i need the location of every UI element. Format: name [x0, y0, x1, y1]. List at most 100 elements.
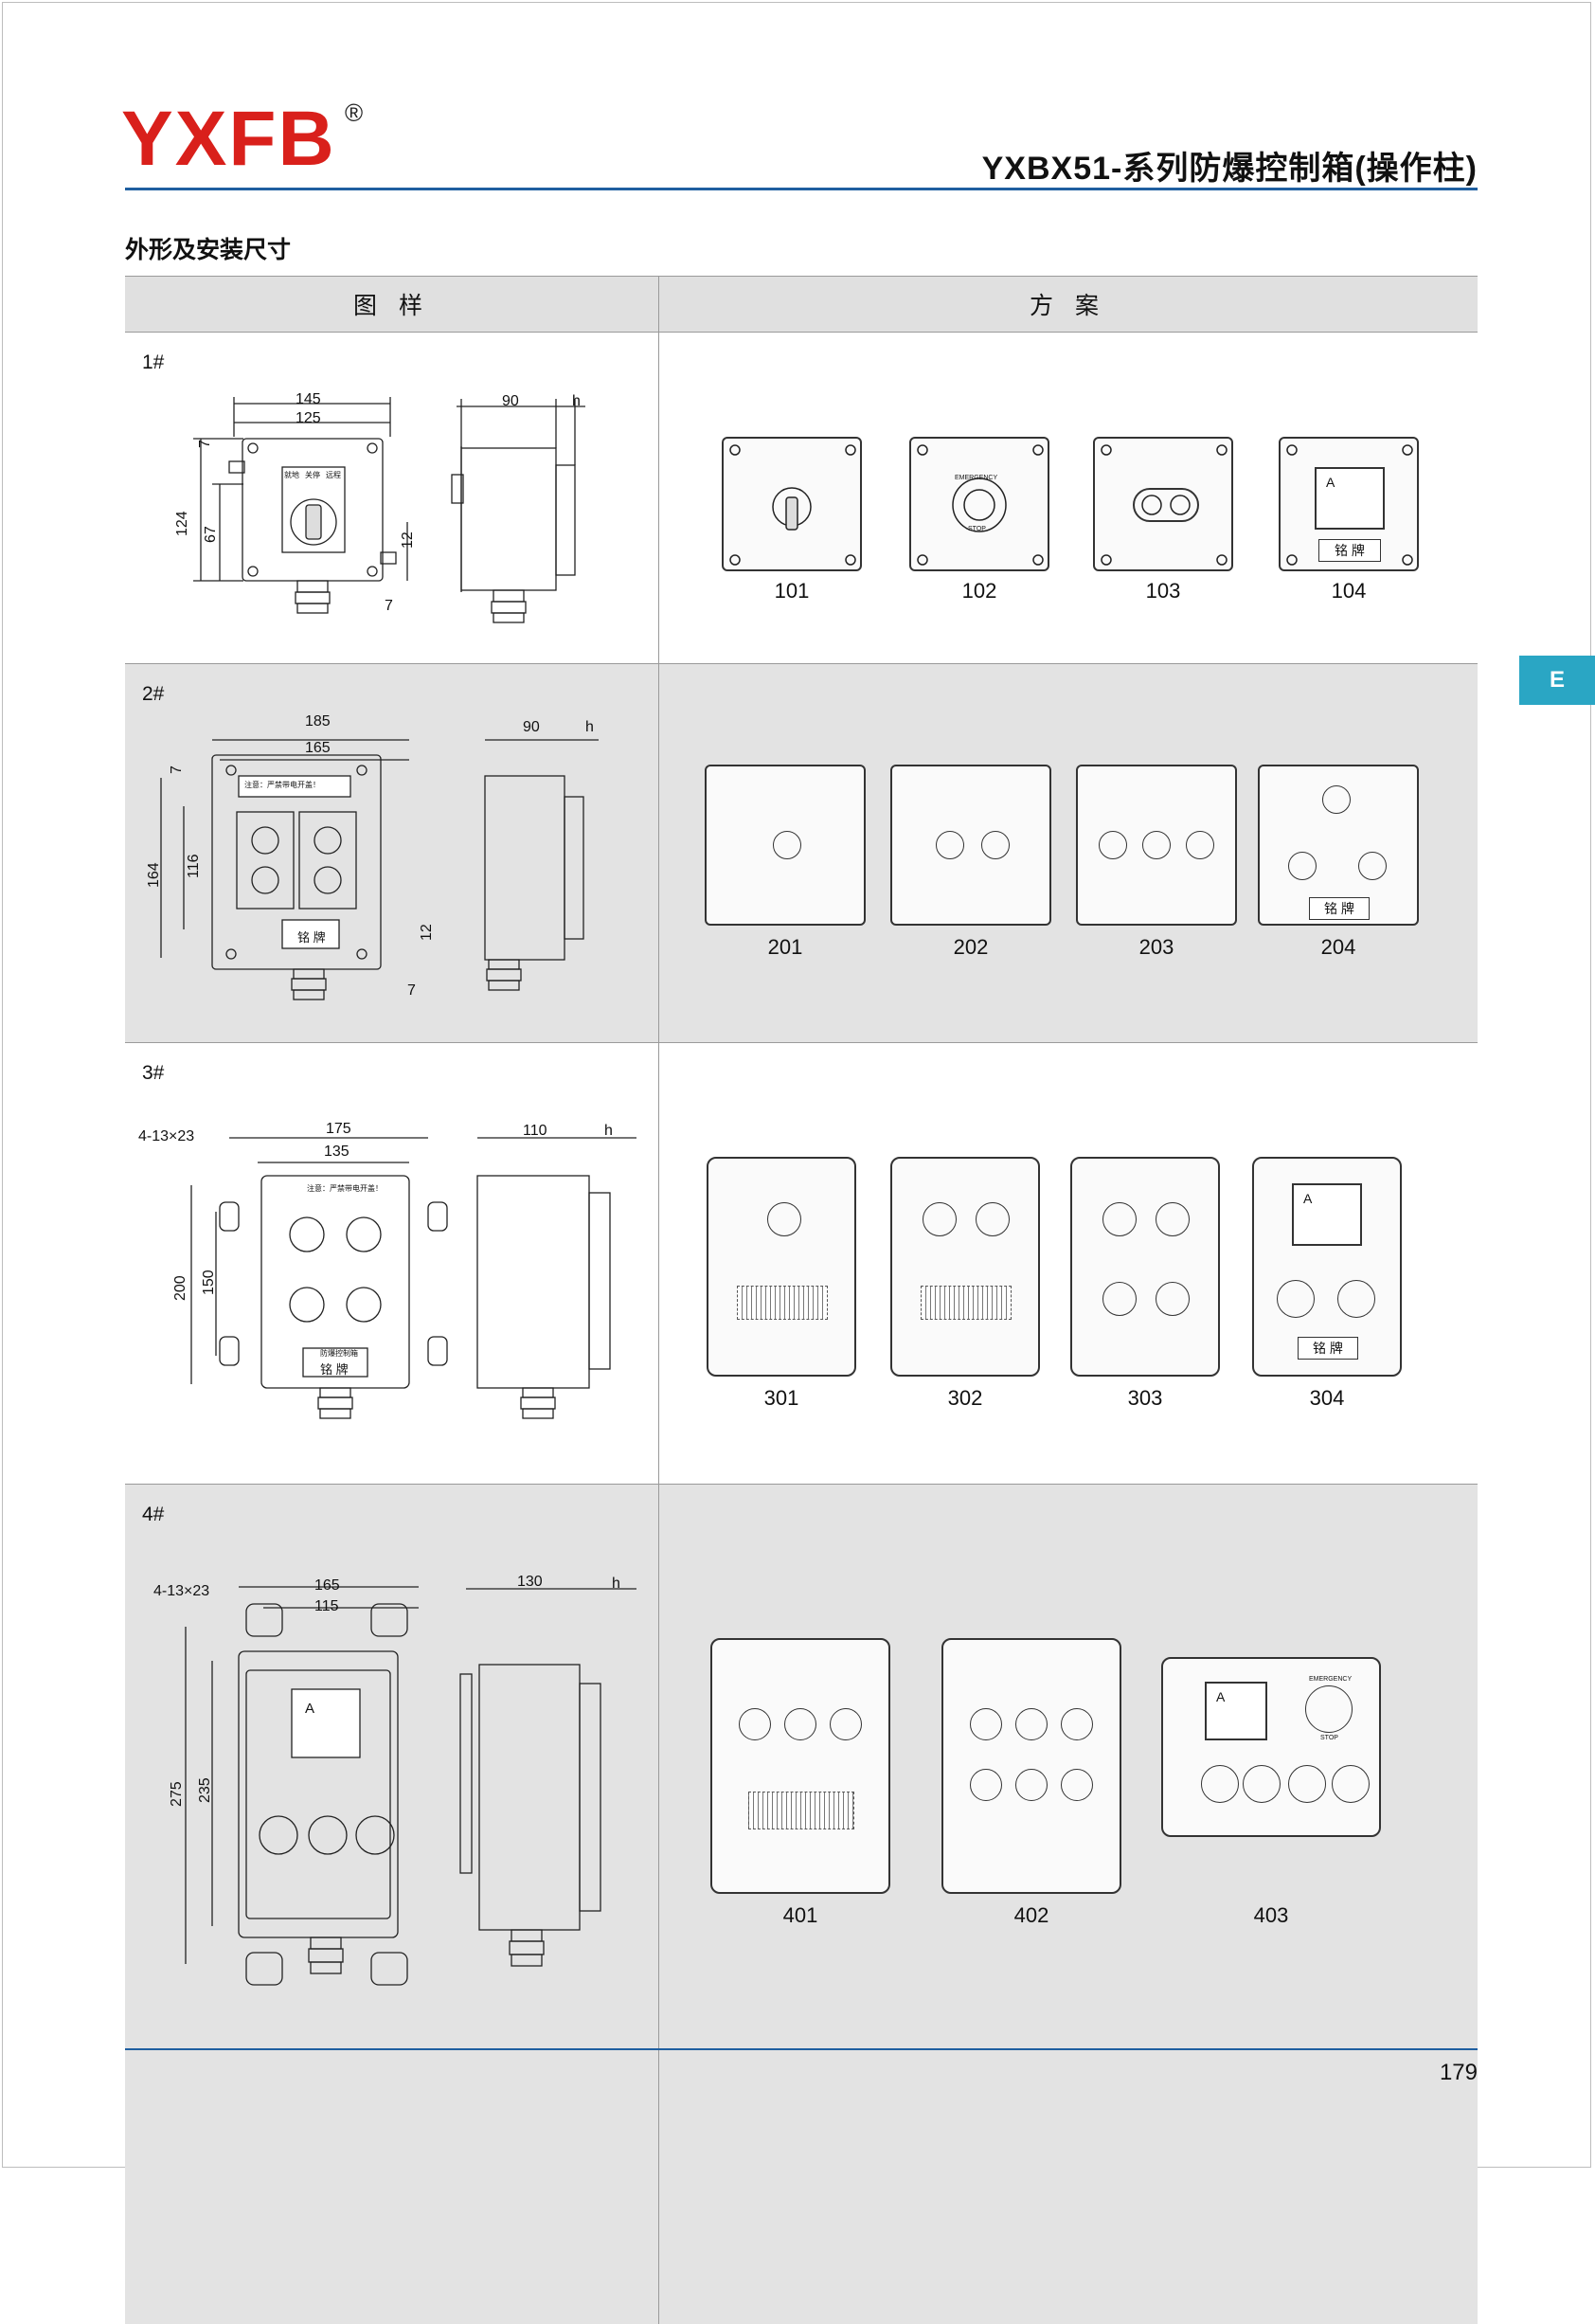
col-header-drawing: 图 样 [125, 276, 658, 333]
nameplate: 铭 牌 [1318, 539, 1381, 562]
scheme-201 [705, 765, 866, 926]
vent-grille [921, 1286, 1012, 1320]
scheme-caption-104: 104 [1331, 579, 1367, 603]
vent-grille [748, 1792, 854, 1829]
selector-switch-icon [729, 444, 856, 566]
dim-mounting-holes: 4-13×23 [138, 1128, 195, 1144]
dim-width-outer: 185 [305, 713, 331, 730]
button-hole [1142, 831, 1171, 859]
dim-height-outer: 275 [169, 1781, 185, 1807]
scheme-203 [1076, 765, 1237, 926]
title-rule [125, 188, 1478, 190]
dim-width-outer: 165 [314, 1577, 340, 1594]
dim-tab-right: 12 [419, 924, 435, 941]
screws-icon [1286, 444, 1413, 566]
button-hole [976, 1202, 1010, 1236]
button-hole [1102, 1202, 1137, 1236]
scheme-caption-102: 102 [961, 579, 997, 603]
switch-label-remote: 远程 [326, 471, 341, 479]
scheme-202 [890, 765, 1051, 926]
emergency-stop-icon [1305, 1685, 1353, 1733]
dim-depth: 130 [517, 1574, 543, 1590]
emergency-stop-icon [1277, 1280, 1315, 1318]
estop-label-bottom: STOP [1320, 1735, 1338, 1741]
brand-logo: YXFB [121, 96, 336, 182]
scheme-caption-201: 201 [767, 935, 803, 959]
scheme-401 [710, 1638, 890, 1894]
estop-label-top: EMERGENCY [955, 475, 998, 481]
page-number: 179 [1439, 2060, 1478, 2085]
button-hole [936, 831, 964, 859]
nameplate: 铭 牌 [297, 930, 326, 945]
side-tab[interactable]: E [1519, 656, 1595, 705]
button-hole [1186, 831, 1214, 859]
scheme-104: A 铭 牌 [1279, 437, 1419, 571]
nameplate: 铭 牌 [320, 1362, 349, 1377]
switch-label-local: 就地 [284, 471, 299, 479]
scheme-caption-402: 402 [1013, 1903, 1049, 1927]
scheme-caption-204: 204 [1320, 935, 1356, 959]
drawing-1-svg [193, 397, 585, 623]
ammeter-icon: A [1292, 1183, 1362, 1246]
dim-h: h [612, 1576, 620, 1592]
dim-tab-top: 7 [169, 766, 185, 774]
button-hole [1102, 1282, 1137, 1316]
scheme-caption-301: 301 [763, 1386, 799, 1410]
dim-width-inner: 165 [305, 740, 331, 756]
button-hole [830, 1708, 862, 1740]
warning-label: 注意：严禁带电开盖！ [244, 781, 320, 789]
button-hole [1156, 1282, 1190, 1316]
dim-h: h [604, 1123, 613, 1139]
dim-width-inner: 115 [314, 1598, 339, 1614]
drawing-4-svg [185, 1586, 636, 1986]
dim-tab-right: 12 [400, 531, 416, 549]
screws-icon [1101, 444, 1228, 566]
estop-label-top: EMERGENCY [1309, 1676, 1353, 1683]
dim-h: h [572, 393, 581, 409]
row-1: 1# [125, 333, 1478, 664]
column-divider [658, 276, 659, 2324]
switch-label-stop: 关停 [305, 471, 320, 479]
document-title: YXBX51-系列防爆控制箱(操作柱) [981, 151, 1478, 187]
dim-tab-bottom: 7 [385, 598, 393, 614]
dim-height-inner: 235 [197, 1777, 213, 1803]
dim-depth: 90 [523, 719, 540, 735]
indicator-light-icon [1322, 785, 1351, 814]
dim-width-outer: 145 [296, 391, 321, 407]
col-header-scheme: 方 案 [658, 276, 1478, 333]
section-heading: 外形及安装尺寸 [125, 237, 292, 263]
row-label: 4# [142, 1504, 165, 1525]
scheme-caption-103: 103 [1145, 579, 1181, 603]
dim-height-inner: 67 [203, 526, 219, 543]
stop-button-icon [1332, 1765, 1370, 1803]
start-button-icon [1288, 852, 1317, 880]
registered-mark: ® [345, 99, 364, 127]
estop-label-bottom: STOP [968, 526, 986, 532]
selector-switch-icon [1337, 1280, 1375, 1318]
scheme-103 [1093, 437, 1233, 571]
scheme-304: A 铭 牌 [1252, 1157, 1402, 1377]
dim-tab-top: 7 [197, 440, 213, 448]
button-hole [1015, 1708, 1048, 1740]
button-hole [970, 1708, 1002, 1740]
row-3: 3# 4-13×23 175 135 200 150 110 h 注意： [125, 1043, 1478, 1485]
scheme-caption-202: 202 [953, 935, 989, 959]
scheme-402 [941, 1638, 1121, 1894]
scheme-301 [707, 1157, 856, 1377]
button-hole [773, 831, 801, 859]
meter-symbol: A [1326, 475, 1335, 490]
button-hole [970, 1769, 1002, 1801]
dim-depth: 90 [502, 393, 519, 409]
dim-height-outer: 124 [174, 511, 190, 536]
button-pair-icon [1133, 488, 1199, 522]
emergency-stop-icon [917, 444, 1044, 566]
row-2: 2# 185 165 164 116 7 12 7 9 [125, 664, 1478, 1043]
button-hole [767, 1202, 801, 1236]
dim-width-outer: 175 [326, 1121, 351, 1137]
scheme-303 [1070, 1157, 1220, 1377]
bottom-rule [125, 2048, 1478, 2050]
meter-symbol: A [1303, 1191, 1313, 1206]
dim-width-inner: 125 [296, 410, 321, 426]
dim-mounting-holes: 4-13×23 [153, 1583, 210, 1599]
dim-height-inner: 150 [201, 1270, 217, 1295]
